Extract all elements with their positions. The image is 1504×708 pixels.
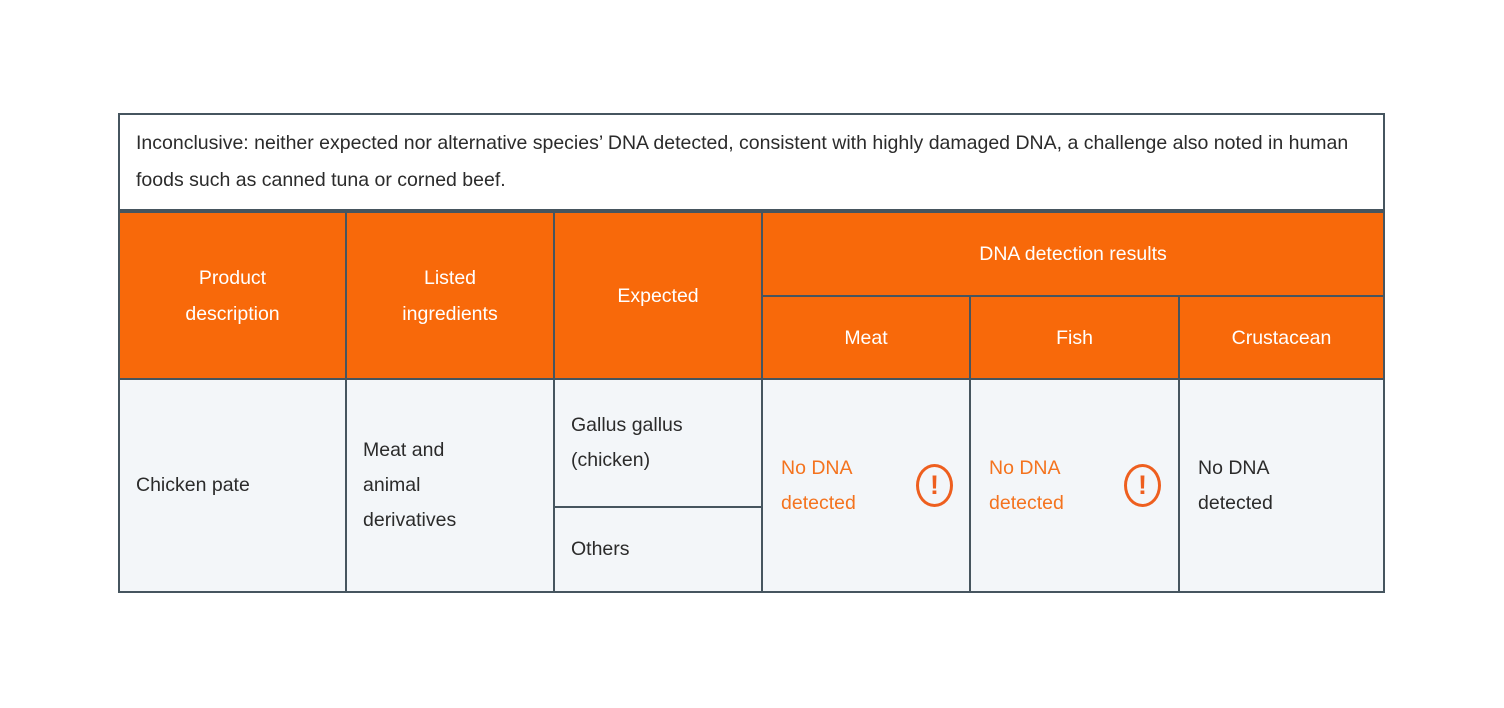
cell-result-crustacean: No DNA detected (1180, 380, 1383, 591)
note-box: Inconclusive: neither expected nor alter… (118, 113, 1385, 211)
cell-result-meat: No DNA detected ! (763, 380, 969, 591)
result-meat-text: No DNA detected (781, 456, 856, 514)
cell-expected-species: Gallus gallus (chicken) (555, 380, 761, 506)
header-product-description-label: Product description (185, 266, 280, 325)
header-expected: Expected (555, 213, 761, 378)
header-listed-ingredients-label: Listed ingredients (402, 266, 498, 325)
note-text: Inconclusive: neither expected nor alter… (136, 132, 1349, 191)
header-crustacean: Crustacean (1180, 297, 1383, 378)
header-product-description: Product description (120, 213, 345, 378)
result-fish-text: No DNA detected (989, 456, 1064, 514)
cell-listed-ingredients: Meat and animal derivatives (347, 380, 553, 591)
header-fish: Fish (971, 297, 1178, 378)
cell-result-fish: No DNA detected ! (971, 380, 1178, 591)
result-crustacean-text: No DNA detected (1198, 456, 1273, 514)
results-table: Product description Listed ingredients E… (118, 211, 1385, 593)
warning-icon-glyph: ! (930, 469, 939, 500)
cell-product-description: Chicken pate (120, 380, 345, 591)
warning-icon-glyph: ! (1138, 469, 1147, 500)
cell-expected-split: Gallus gallus (chicken) Others (555, 380, 761, 591)
expected-other-value: Others (571, 538, 630, 560)
cell-expected-other: Others (555, 508, 761, 591)
expected-species-value: Gallus gallus (chicken) (571, 414, 683, 471)
listed-ingredients-value: Meat and animal derivatives (363, 439, 457, 531)
header-crustacean-label: Crustacean (1231, 326, 1332, 349)
header-fish-label: Fish (1056, 326, 1093, 349)
warning-icon: ! (1124, 464, 1161, 507)
header-dna-detection-results: DNA detection results (763, 213, 1383, 295)
header-listed-ingredients: Listed ingredients (347, 213, 553, 378)
header-meat-label: Meat (844, 326, 888, 349)
header-expected-label: Expected (617, 284, 699, 307)
header-meat: Meat (763, 297, 969, 378)
product-description-value: Chicken pate (136, 474, 250, 496)
header-dna-detection-results-label: DNA detection results (979, 243, 1167, 265)
warning-icon: ! (916, 464, 953, 507)
